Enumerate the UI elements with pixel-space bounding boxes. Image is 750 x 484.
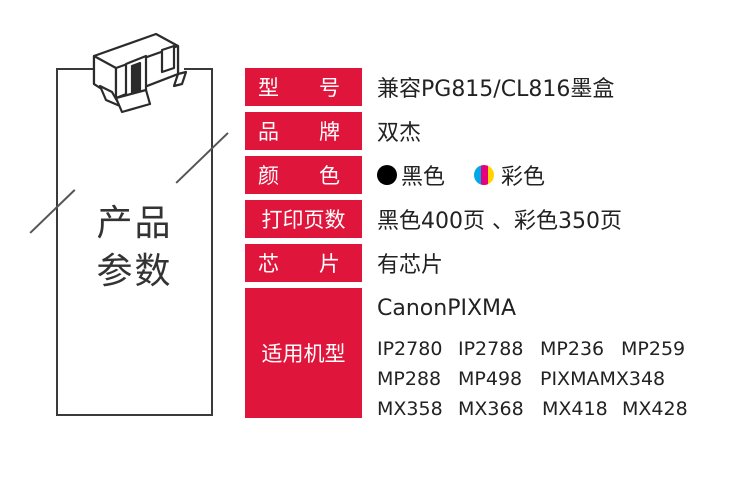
label-color-char1: 颜 — [258, 164, 279, 188]
model-row-1: IP2780 IP2788 MP236 MP259 — [377, 338, 685, 360]
label-chip-char1: 芯 — [258, 252, 279, 276]
label-compatible-models: 适用机型 — [245, 288, 362, 418]
frame-top-edge-right — [184, 68, 213, 70]
label-compatible-models-text: 适用机型 — [261, 342, 346, 366]
model-row-2: MP288 MP498 PIXMAMX348 — [377, 368, 665, 390]
label-brand: 品 牌 — [245, 112, 362, 150]
model-item: IP2780 — [377, 338, 443, 360]
value-chip: 有芯片 — [377, 253, 444, 278]
frame-top-edge-left — [56, 68, 94, 70]
label-color: 颜 色 — [245, 156, 362, 194]
panel-title-line1: 产品 — [96, 203, 173, 244]
label-page-yield-text: 打印页数 — [261, 208, 346, 232]
label-color-char2: 色 — [319, 164, 340, 188]
model-item: MX358 — [377, 398, 443, 420]
ink-cartridge-icon — [92, 32, 188, 114]
black-dot-icon — [377, 165, 397, 185]
label-chip: 芯 片 — [245, 244, 362, 282]
value-compatible-brand: CanonPIXMA — [377, 296, 517, 321]
label-brand-char1: 品 — [258, 120, 279, 144]
model-item: MX418 — [542, 398, 608, 420]
model-item: MP288 — [377, 368, 442, 390]
value-brand: 双杰 — [377, 121, 422, 146]
model-item: MP236 — [540, 338, 605, 360]
model-item: MP259 — [621, 338, 686, 360]
color-black-label: 黑色 — [401, 165, 446, 190]
label-brand-char2: 牌 — [319, 120, 340, 144]
value-model: 兼容PG815/CL816墨盒 — [377, 77, 615, 102]
model-item: MX368 — [458, 398, 524, 420]
model-item: MX428 — [622, 398, 688, 420]
panel-title: 产品 参数 — [56, 200, 213, 296]
label-page-yield: 打印页数 — [245, 200, 362, 238]
value-color: 黑色 彩色 — [377, 156, 545, 194]
cmy-dot-icon — [474, 165, 495, 185]
label-model-char1: 型 — [258, 76, 279, 100]
value-page-yield: 黑色400页 、彩色350页 — [377, 209, 622, 234]
product-panel-frame — [56, 68, 213, 416]
model-item: MP498 — [458, 368, 523, 390]
model-row-3: MX358 MX368 MX418 MX428 — [377, 398, 688, 420]
model-item: IP2788 — [458, 338, 524, 360]
panel-title-line2: 参数 — [96, 251, 173, 292]
model-item: PIXMAMX348 — [540, 368, 666, 390]
color-multi-label: 彩色 — [501, 165, 546, 190]
label-model: 型 号 — [245, 68, 362, 106]
label-model-char2: 号 — [319, 76, 340, 100]
label-chip-char2: 片 — [319, 252, 340, 276]
